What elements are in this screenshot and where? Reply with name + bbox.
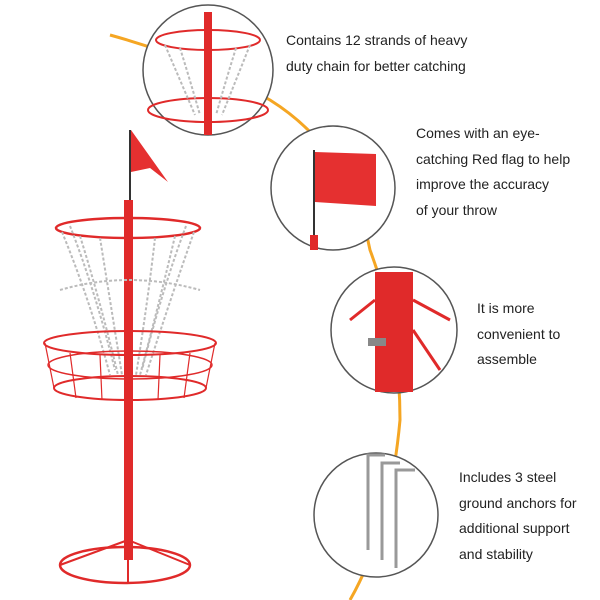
chain-ring [54, 216, 202, 240]
caption-line: and stability [459, 545, 533, 562]
feature-caption-flag: Comes with an eye- catching Red flag to … [416, 121, 570, 223]
detail-anchors [313, 452, 439, 578]
caption-line: ground anchors for [459, 494, 577, 511]
pole [124, 200, 133, 560]
feature-caption-anchors: Includes 3 steel ground anchors for addi… [459, 465, 577, 567]
feature-caption-assembly: It is more convenient to assemble [477, 296, 560, 373]
disc-golf-basket [43, 130, 217, 585]
caption-line: improve the accuracy [416, 176, 550, 192]
basket-rim-top [43, 330, 217, 356]
detail-assembly [330, 266, 458, 394]
detail-chains [142, 4, 274, 136]
red-flag [131, 130, 168, 182]
caption-line: additional support [459, 520, 570, 536]
caption-line: assemble [477, 351, 537, 367]
feature-caption-chains: Contains 12 strands of heavy duty chain … [286, 28, 467, 79]
detail-flag [270, 125, 396, 251]
caption-line: It is more [477, 300, 535, 316]
caption-line: catching Red flag to help [416, 150, 571, 167]
caption-line: Comes with an eye- [416, 125, 540, 141]
caption-line: convenient to [477, 325, 561, 342]
caption-line: Includes 3 steel [459, 469, 557, 485]
caption-line: Contains 12 strands of heavy [286, 32, 468, 48]
caption-line: duty chain for better catching [286, 57, 466, 74]
caption-line: of your throw [416, 201, 497, 218]
